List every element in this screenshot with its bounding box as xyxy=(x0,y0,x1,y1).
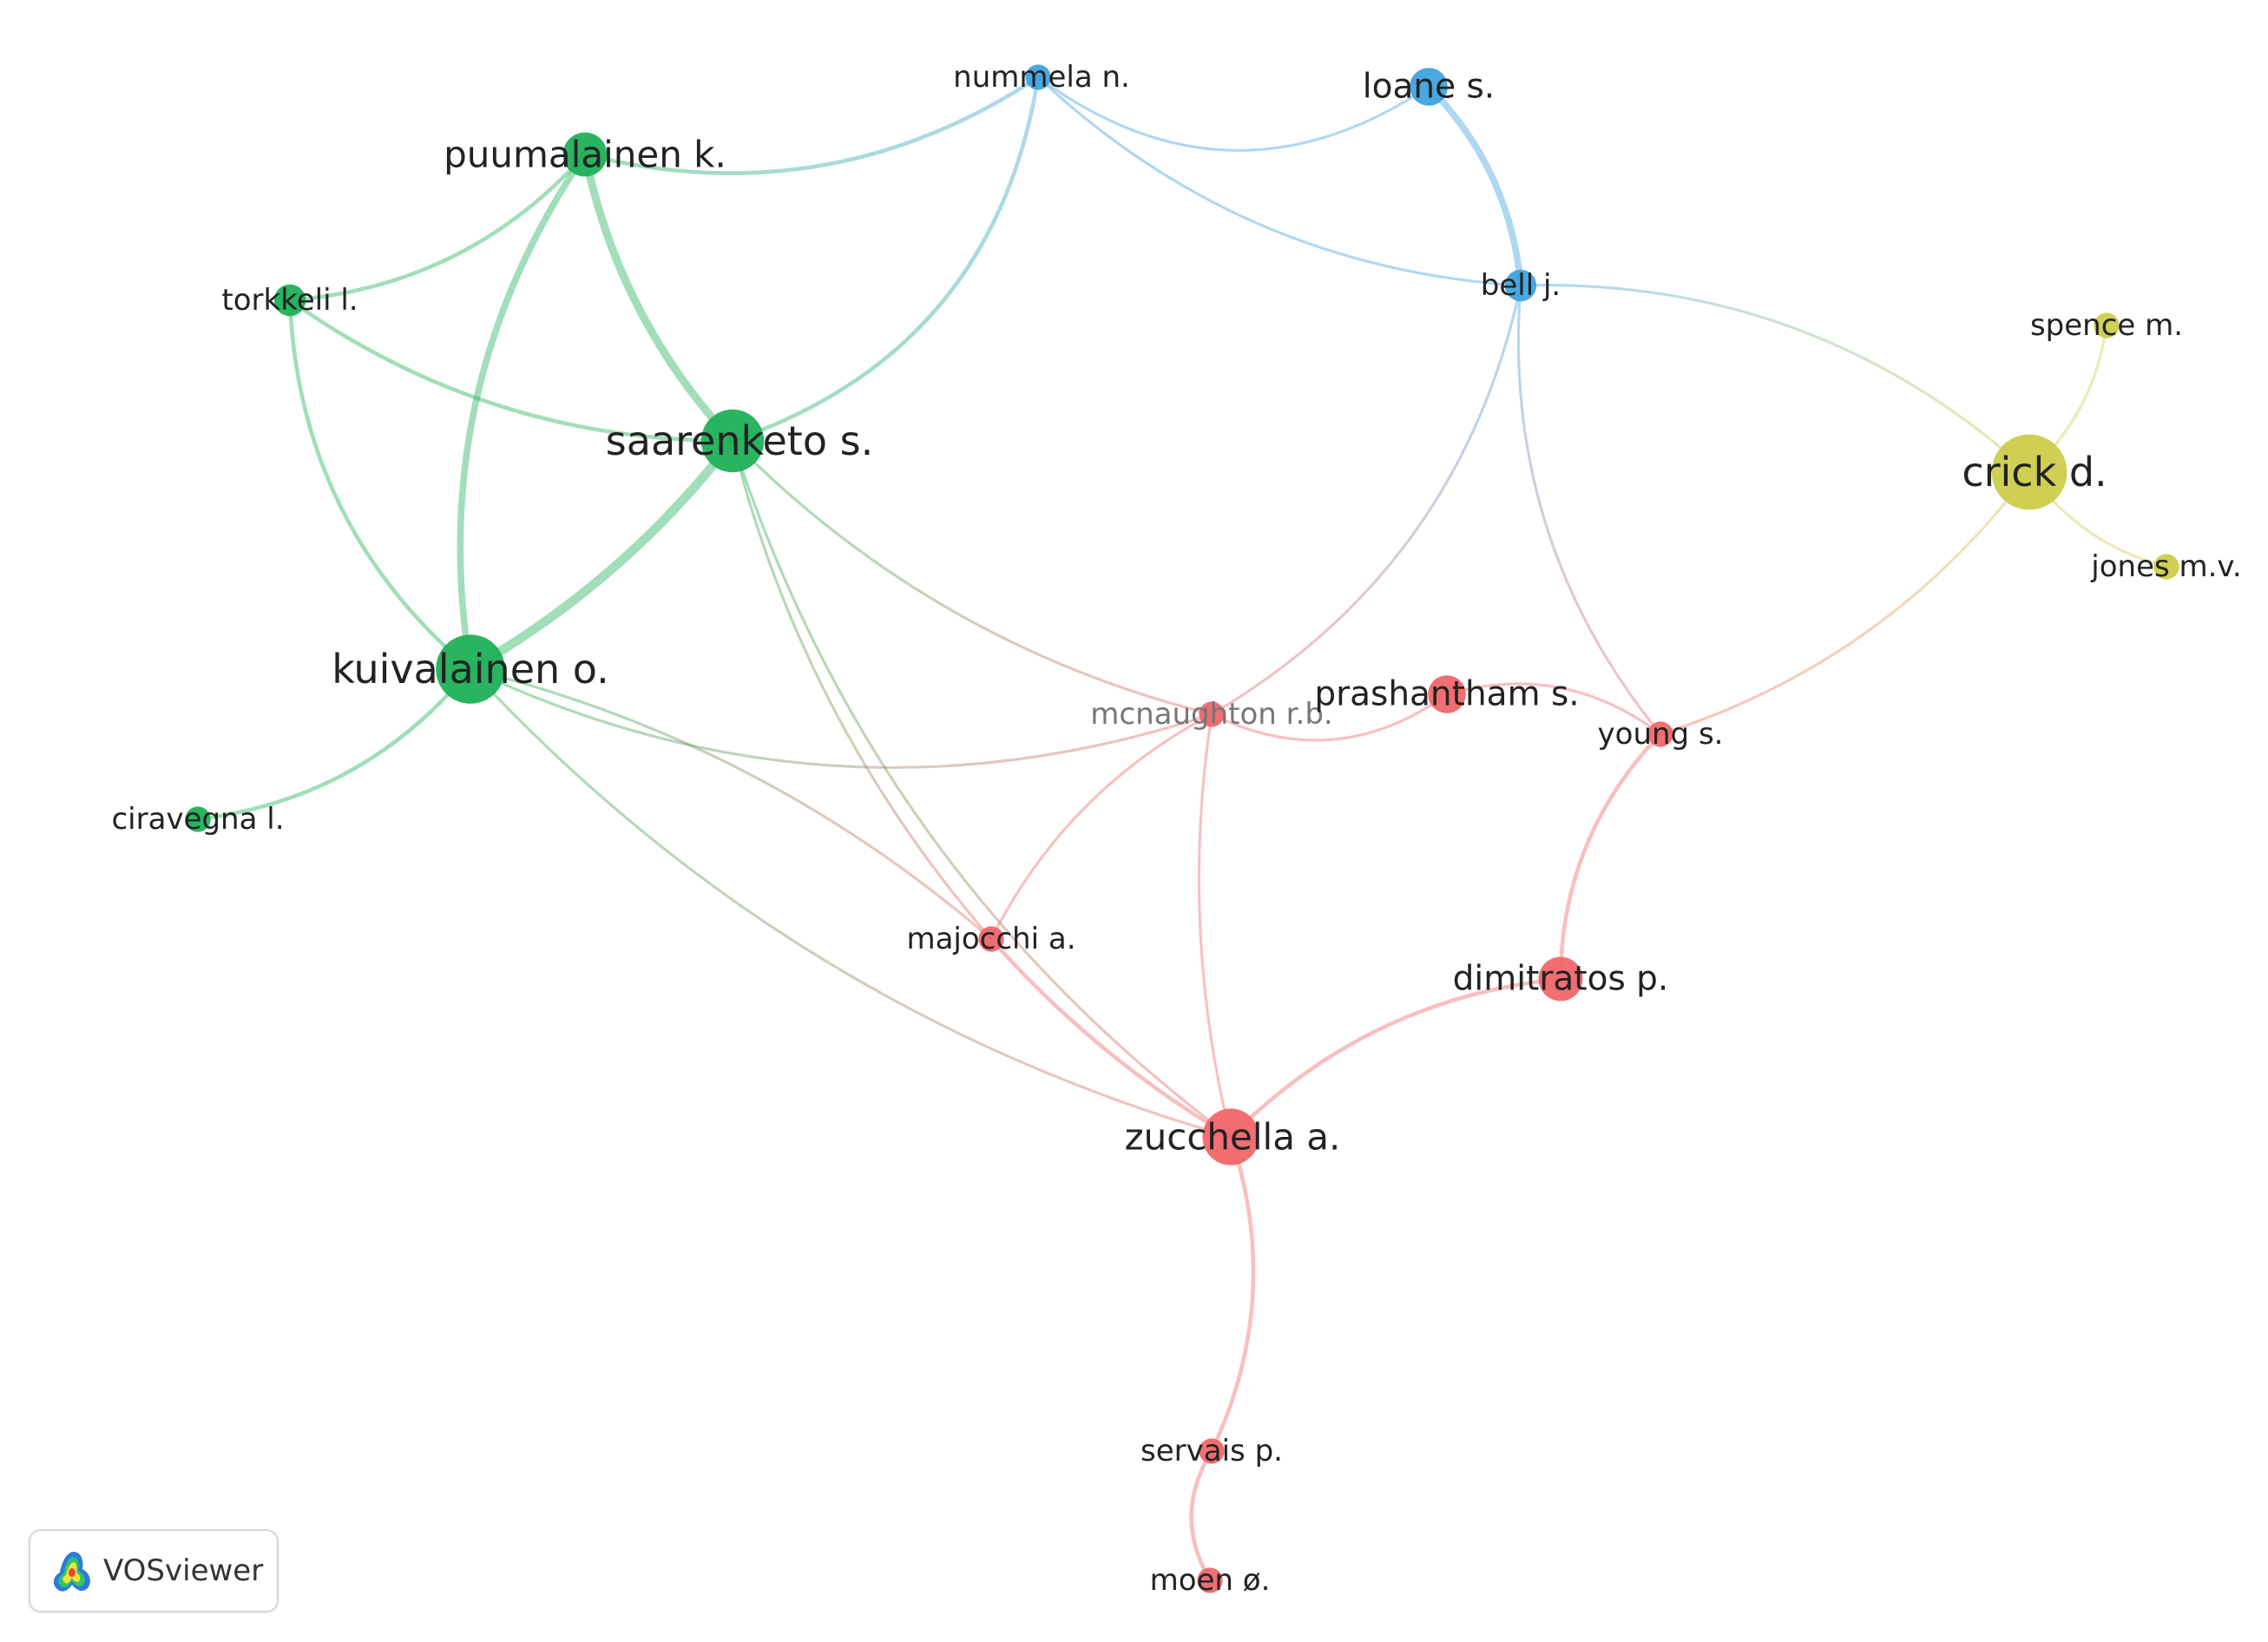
node-bell[interactable] xyxy=(1504,269,1537,302)
link-bell-young xyxy=(1516,284,1662,736)
node-servais[interactable] xyxy=(1199,1438,1225,1464)
link-puumalainen-saarenketo xyxy=(581,150,737,445)
node-label-bell[interactable]: bell j. xyxy=(1481,268,1561,303)
node-label-crick[interactable]: crick d. xyxy=(1962,449,2107,496)
link-puumalainen-nummela xyxy=(582,75,1041,175)
node-kuivalainen[interactable] xyxy=(436,634,505,704)
link-torkkeli-kuivalainen xyxy=(287,298,473,672)
link-crick-young xyxy=(1659,470,2031,736)
node-label-loane[interactable]: loane s. xyxy=(1363,68,1495,107)
node-ciravegna[interactable] xyxy=(185,806,211,832)
node-torkkeli[interactable] xyxy=(273,284,306,317)
network-nodes xyxy=(185,64,2179,1593)
link-bell-crick xyxy=(1519,284,2031,474)
link-saarenketo-zucchella xyxy=(731,439,1233,1139)
node-label-spence[interactable]: spence m. xyxy=(2030,308,2183,343)
link-torkkeli-saarenketo xyxy=(287,298,735,443)
link-young-dimitratos xyxy=(1558,732,1663,982)
node-label-kuivalainen[interactable]: kuivalainen o. xyxy=(332,646,609,693)
node-label-torkkeli[interactable]: torkkeli l. xyxy=(221,283,358,318)
node-label-prashantham[interactable]: prashantham s. xyxy=(1314,675,1579,714)
node-puumalainen[interactable] xyxy=(562,132,608,177)
node-label-young[interactable]: young s. xyxy=(1598,717,1724,752)
node-saarenketo[interactable] xyxy=(700,409,765,473)
node-label-saarenketo[interactable]: saarenketo s. xyxy=(606,417,873,464)
link-kuivalainen-majocchi xyxy=(469,667,993,941)
network-labels: nummela n. loane s. bell j. puumalainen k. t… xyxy=(111,60,2241,1598)
node-spence[interactable] xyxy=(2094,312,2120,338)
node-nummela[interactable] xyxy=(1025,64,1051,90)
link-mcnaughton-prashantham xyxy=(1210,693,1449,742)
link-dimitratos-zucchella xyxy=(1228,976,1563,1140)
node-label-nummela[interactable]: nummela n. xyxy=(953,60,1130,95)
node-young[interactable] xyxy=(1647,721,1673,747)
node-dimitratos[interactable] xyxy=(1538,956,1583,1002)
link-puumalainen-kuivalainen xyxy=(457,151,588,673)
link-saarenketo-kuivalainen xyxy=(465,436,738,674)
node-majocchi[interactable] xyxy=(978,926,1004,952)
link-nummela-saarenketo xyxy=(730,75,1041,443)
node-zucchella[interactable] xyxy=(1202,1108,1259,1166)
node-label-ciravegna[interactable]: ciravegna l. xyxy=(111,802,284,837)
brand-name: VOSviewer xyxy=(103,1553,264,1588)
link-majocchi-zucchella xyxy=(989,936,1233,1140)
link-zucchella-servais xyxy=(1209,1134,1256,1454)
link-loane-bell xyxy=(1425,83,1524,289)
link-nummela-bell xyxy=(1036,76,1522,287)
link-mcnaughton-zucchella xyxy=(1197,713,1233,1139)
link-nummela-loane xyxy=(1036,76,1430,152)
node-prashantham[interactable] xyxy=(1428,675,1466,713)
link-puumalainen-torkkeli xyxy=(287,152,588,303)
node-mcnaughton[interactable] xyxy=(1199,701,1225,727)
node-label-majocchi[interactable]: majocchi a. xyxy=(906,922,1075,956)
link-saarenketo-mcnaughton xyxy=(731,439,1213,716)
node-moen[interactable] xyxy=(1197,1567,1223,1593)
link-saarenketo-majocchi xyxy=(731,439,993,941)
link-servais-moen xyxy=(1189,1448,1214,1583)
node-label-puumalainen[interactable]: puumalainen k. xyxy=(444,134,726,176)
node-label-moen[interactable]: moen ø. xyxy=(1150,1563,1271,1598)
link-prashantham-young xyxy=(1445,682,1662,736)
node-label-dimitratos[interactable]: dimitratos p. xyxy=(1453,960,1669,999)
vosviewer-badge[interactable]: VOSviewer xyxy=(29,1529,279,1612)
node-label-mcnaughton[interactable]: mcnaughton r.b. xyxy=(1090,697,1332,732)
link-bell-mcnaughton xyxy=(1210,284,1522,716)
node-label-zucchella[interactable]: zucchella a. xyxy=(1125,1116,1341,1159)
link-kuivalainen-zucchella xyxy=(469,667,1233,1139)
vosviewer-density-logo-icon xyxy=(53,1552,90,1592)
network-links xyxy=(195,75,2168,1583)
link-kuivalainen-mcnaughton xyxy=(469,667,1213,769)
node-label-jones[interactable]: jones m.v. xyxy=(2090,549,2241,584)
node-jones[interactable] xyxy=(2153,554,2179,580)
link-kuivalainen-ciravegna xyxy=(195,667,473,822)
node-label-servais[interactable]: servais p. xyxy=(1141,1434,1283,1468)
link-mcnaughton-majocchi xyxy=(989,713,1213,941)
node-crick[interactable] xyxy=(1991,434,2067,510)
node-loane[interactable] xyxy=(1410,68,1448,106)
